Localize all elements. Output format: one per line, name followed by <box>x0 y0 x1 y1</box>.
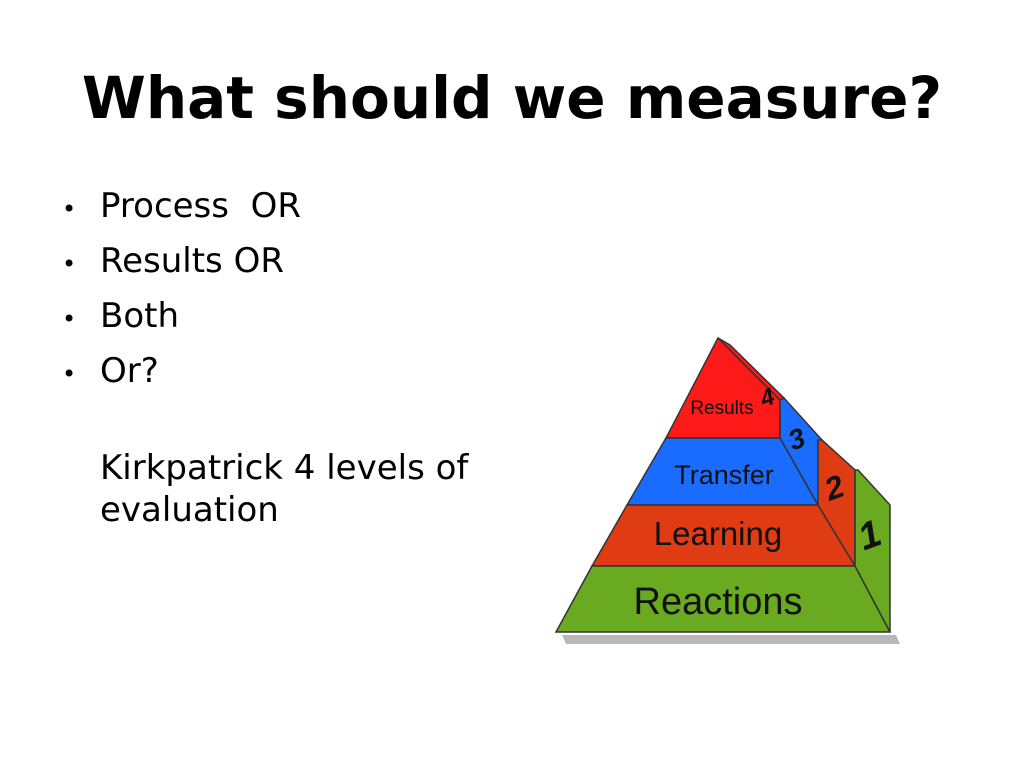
kirkpatrick-pyramid: Results Transfer Learning Reactions 4 3 … <box>554 336 900 644</box>
bullet-dot-icon: • <box>62 305 77 333</box>
pyramid-label-reactions: Reactions <box>634 581 803 623</box>
pyramid-shadow <box>562 635 900 644</box>
kirkpatrick-note: Kirkpatrick 4 levels of evaluation <box>100 447 520 531</box>
bullet-text: Or? <box>100 351 159 391</box>
pyramid-side-1 <box>854 469 891 633</box>
bullet-list: • Process OR • Results OR • Both • Or? <box>62 180 301 400</box>
bullet-dot-icon: • <box>62 250 77 278</box>
bullet-text: Results OR <box>100 241 284 281</box>
slide-title: What should we measure? <box>81 64 943 132</box>
bullet-text: Both <box>100 296 180 336</box>
pyramid-label-learning: Learning <box>654 515 782 552</box>
bullet-text: Process OR <box>100 186 301 226</box>
bullet-dot-icon: • <box>62 195 77 223</box>
bullet-item: • Both <box>62 290 301 345</box>
pyramid-label-transfer: Transfer <box>674 460 774 490</box>
bullet-item: • Process OR <box>62 180 301 235</box>
pyramid-label-results: Results <box>690 398 753 419</box>
bullet-dot-icon: • <box>62 360 77 388</box>
bullet-item: • Or? <box>62 345 301 400</box>
note-line: Kirkpatrick 4 levels of <box>100 448 469 488</box>
bullet-item: • Results OR <box>62 235 301 290</box>
note-line: evaluation <box>100 490 279 530</box>
